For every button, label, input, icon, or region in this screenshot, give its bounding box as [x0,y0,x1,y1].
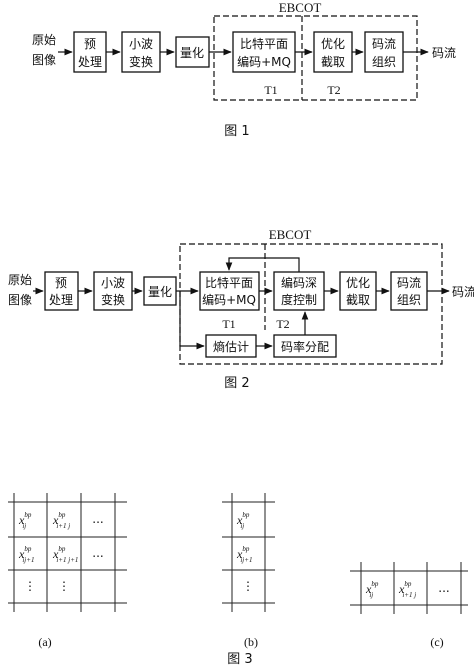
fig3-grid-c [350,562,468,614]
fig2-tier1-label: T1 [222,317,235,331]
fig1-box-org-line-1: 码流 [372,37,396,51]
figure-2: EBCOT 原始 图像 预 处理 小波 变换 量化 比特平面 编码+MQ 编码深… [8,227,474,391]
fig3-label-b: (b) [244,635,258,649]
fig2-tier2-label: T2 [276,317,289,331]
fig2-box-bpc: 比特平面 编码+MQ [199,271,260,311]
fig1-box-trunc: 优化 截取 [313,31,353,73]
grid-cell-c-0-2: ... [438,581,449,595]
fig1-output-label: 码流 [432,46,456,60]
fig3-grid-a [8,493,127,612]
fig1-box-dwt-line-1: 小波 [129,37,153,51]
fig2-box-org-line-1: 码流 [397,276,421,290]
fig1-tier1-label: T1 [264,83,277,97]
figure-1: EBCOT 原始 图像 预 处理 小波 变换 量化 比特平面 编码+MQ 优化 … [32,0,456,139]
grid-cell-b-2-0: ⋮ [242,579,254,593]
fig2-box-org: 码流 组织 [390,271,428,311]
fig1-box-quant-line-1: 量化 [180,46,204,60]
fig2-input-label-1: 原始 [8,273,32,287]
fig1-caption: 图 1 [224,124,249,139]
fig2-box-quant-line-1: 量化 [148,285,172,299]
fig2-input-label-2: 图像 [8,293,32,307]
fig1-box-org-line-2: 组织 [372,55,396,69]
grid-cell-a-2-1: ⋮ [58,579,70,593]
fig2-box-pre-line-1: 预 [55,276,67,290]
fig2-box-depth-line-2: 度控制 [281,292,317,307]
fig1-input-label-2: 图像 [32,53,56,67]
fig2-box-depth: 编码深 度控制 [273,271,325,311]
fig2-box-entropy-label: 熵估计 [213,339,249,354]
fig2-box-depth-line-1: 编码深 [281,275,317,290]
fig1-box-pre-line-2: 处理 [78,55,102,69]
fig2-box-bpc-line-2: 编码+MQ [202,292,256,307]
fig1-box-quant: 量化 [175,36,210,68]
fig1-box-pre-line-1: 预 [84,37,96,51]
fig1-group-label: EBCOT [279,0,322,15]
fig2-feedback-arrow [225,257,300,272]
fig2-box-rate-label: 码率分配 [281,339,329,354]
fig1-box-bpc-line-1: 比特平面 [240,36,288,51]
fig2-box-entropy: 熵估计 [205,334,257,358]
fig3-label-a: (a) [38,635,51,649]
fig2-branch-arrow [179,291,205,350]
fig1-box-dwt: 小波 变换 [121,31,161,73]
grid-cell-a-0-2: ... [92,512,103,526]
fig1-box-dwt-line-2: 变换 [129,54,153,69]
fig2-box-trunc-line-2: 截取 [346,293,370,307]
fig1-box-pre: 预 处理 [73,31,107,73]
fig2-box-pre-line-2: 处理 [49,293,73,307]
fig1-tier2-label: T2 [327,83,340,97]
fig1-box-bpc: 比特平面 编码+MQ [232,31,296,73]
fig2-box-org-line-2: 组织 [397,293,421,307]
fig2-box-dwt: 小波 变换 [93,271,133,311]
fig2-box-rate: 码率分配 [273,334,337,358]
fig1-input-label-1: 原始 [32,33,56,47]
fig2-box-trunc-line-1: 优化 [346,276,370,290]
fig3-grid-b [222,493,275,612]
fig2-caption: 图 2 [224,376,249,391]
fig2-box-dwt-line-1: 小波 [101,276,125,290]
fig2-box-quant: 量化 [143,276,177,306]
fig2-box-dwt-line-2: 变换 [101,292,125,307]
fig2-box-trunc: 优化 截取 [339,271,377,311]
fig2-group-label: EBCOT [269,227,312,242]
fig2-output-label: 码流 [452,285,474,299]
fig3-label-c: (c) [430,635,443,649]
fig1-box-org: 码流 组织 [364,31,404,73]
fig1-ebcot-group [213,15,418,101]
fig1-box-bpc-line-2: 编码+MQ [237,54,291,69]
fig1-box-trunc-line-1: 优化 [321,37,345,51]
fig1-box-trunc-line-2: 截取 [321,55,345,69]
grid-cell-a-1-2: ... [92,546,103,560]
fig3-caption: 图 3 [227,652,252,667]
fig2-box-pre: 预 处理 [44,271,79,311]
fig2-box-bpc-line-1: 比特平面 [205,275,253,290]
grid-cell-a-2-0: ⋮ [24,579,36,593]
